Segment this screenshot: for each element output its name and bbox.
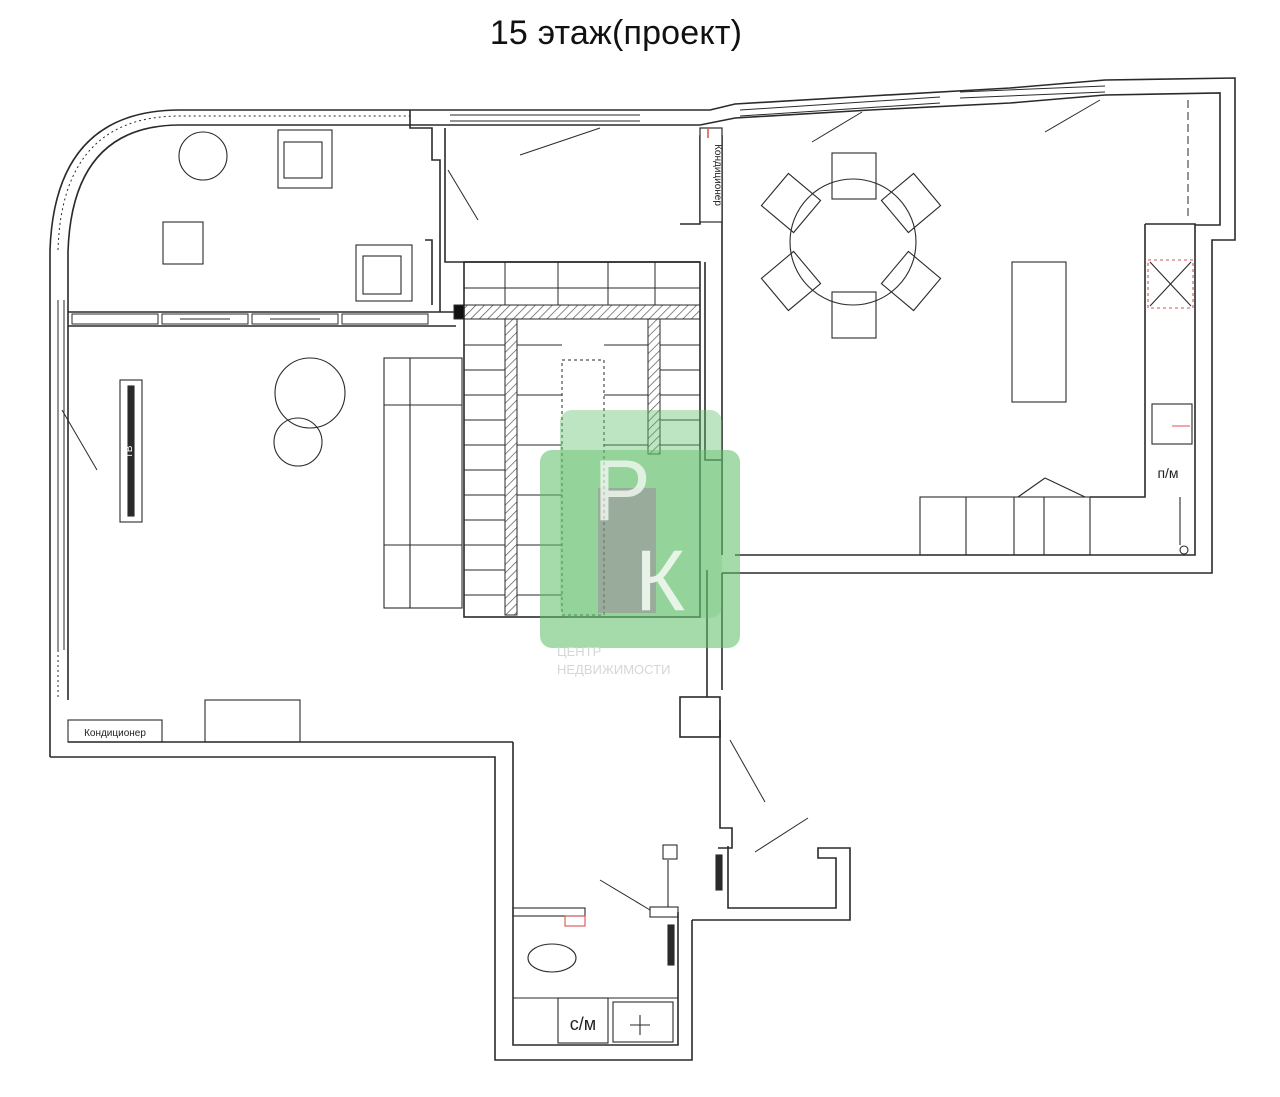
- tv-unit: [119, 379, 143, 523]
- living-furniture: [67, 357, 463, 743]
- dishwasher-label: п/м: [1157, 465, 1178, 481]
- door-swings: [61, 99, 1101, 911]
- plan-title: 15 этаж(проект): [489, 14, 743, 52]
- watermark-logo: Р К ЦЕНТР НЕДВИЖИМОСТИ: [540, 410, 740, 677]
- kitchen-island: [1011, 261, 1067, 403]
- tv-label: ТВ: [124, 445, 135, 458]
- ac-label-horizontal: Кондиционер: [84, 728, 146, 739]
- watermark-caption-line1: ЦЕНТР: [557, 644, 601, 659]
- washer-box: [557, 997, 609, 1044]
- outer-walls: [49, 77, 1236, 1061]
- glazing-left: [57, 115, 410, 700]
- windows: [57, 85, 1189, 650]
- dining-furniture: [760, 152, 1194, 556]
- washer-label: с/м: [570, 1014, 596, 1034]
- balcony-furniture: [162, 129, 413, 302]
- watermark-monogram-bottom: К: [635, 533, 685, 629]
- ac-label-vertical: Кондиционер: [712, 144, 723, 206]
- staircase: [453, 262, 701, 616]
- ac-unit-vertical: [699, 127, 723, 223]
- bathroom-furniture: [512, 844, 723, 1044]
- watermark-monogram-top: Р: [593, 443, 650, 539]
- watermark-caption-line2: НЕДВИЖИМОСТИ: [557, 662, 670, 677]
